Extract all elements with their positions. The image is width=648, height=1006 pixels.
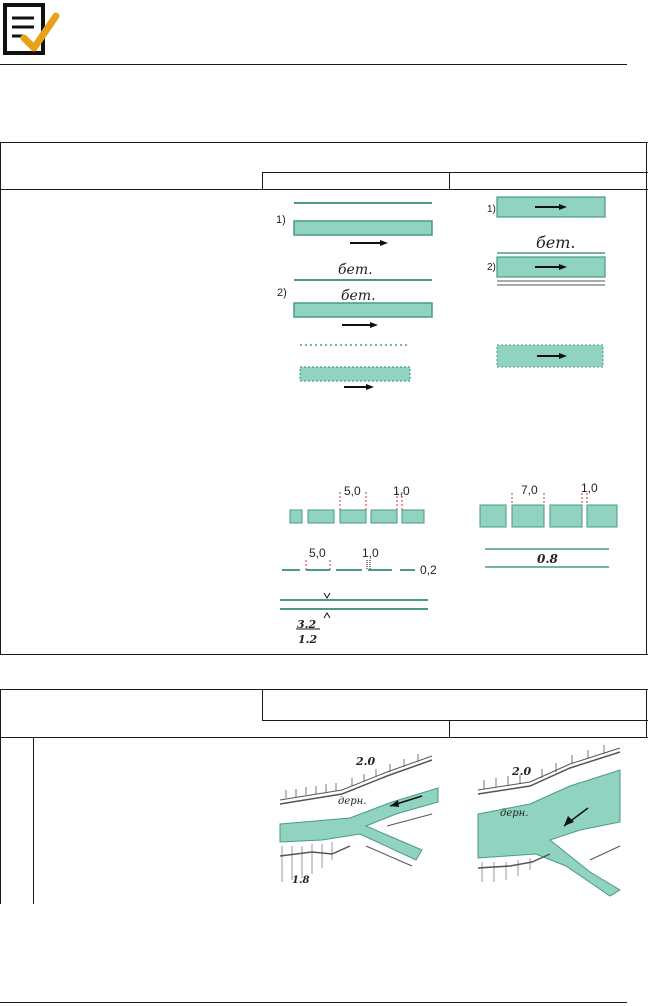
document-checklist-icon [2, 2, 60, 58]
footer-rule [0, 1002, 627, 1003]
dim-1-2: 1.2 [298, 633, 318, 646]
label-2: 2) [277, 287, 287, 299]
label-r2: 2) [487, 262, 496, 273]
concrete-label-2: бет. [341, 288, 376, 304]
map-left-elev-top: 2.0 [356, 755, 376, 768]
map-left-elev-bottom: 1.8 [292, 875, 310, 886]
label-r1: 1) [487, 204, 496, 215]
label-1: 1) [276, 214, 286, 226]
concrete-label-1: бет. [338, 262, 373, 278]
river-symbols-left [280, 202, 433, 630]
concrete-label-3: бет. [536, 233, 576, 252]
dim-1-0-mid: 1,0 [362, 546, 379, 560]
river-bank-map-left [279, 754, 439, 882]
dim-1-0-top: 1,0 [393, 484, 410, 498]
dim-0-2-mid: 0,2 [420, 563, 437, 577]
river-bank-map-right [477, 745, 621, 897]
dim-7-0: 7,0 [521, 483, 538, 497]
map-left-turf: дерн. [338, 796, 367, 807]
dim-1-0-right: 1,0 [581, 481, 598, 495]
dim-3-2: 3.2 [297, 618, 317, 631]
dim-0-8: 0.8 [537, 552, 558, 566]
map-right-elev-top: 2.0 [512, 765, 532, 778]
river-symbols-right [479, 196, 618, 568]
dim-5-0-mid: 5,0 [309, 546, 326, 560]
map-right-turf: дерн. [500, 808, 529, 819]
dim-5-0-top: 5,0 [344, 484, 361, 498]
header-rule [0, 64, 627, 65]
